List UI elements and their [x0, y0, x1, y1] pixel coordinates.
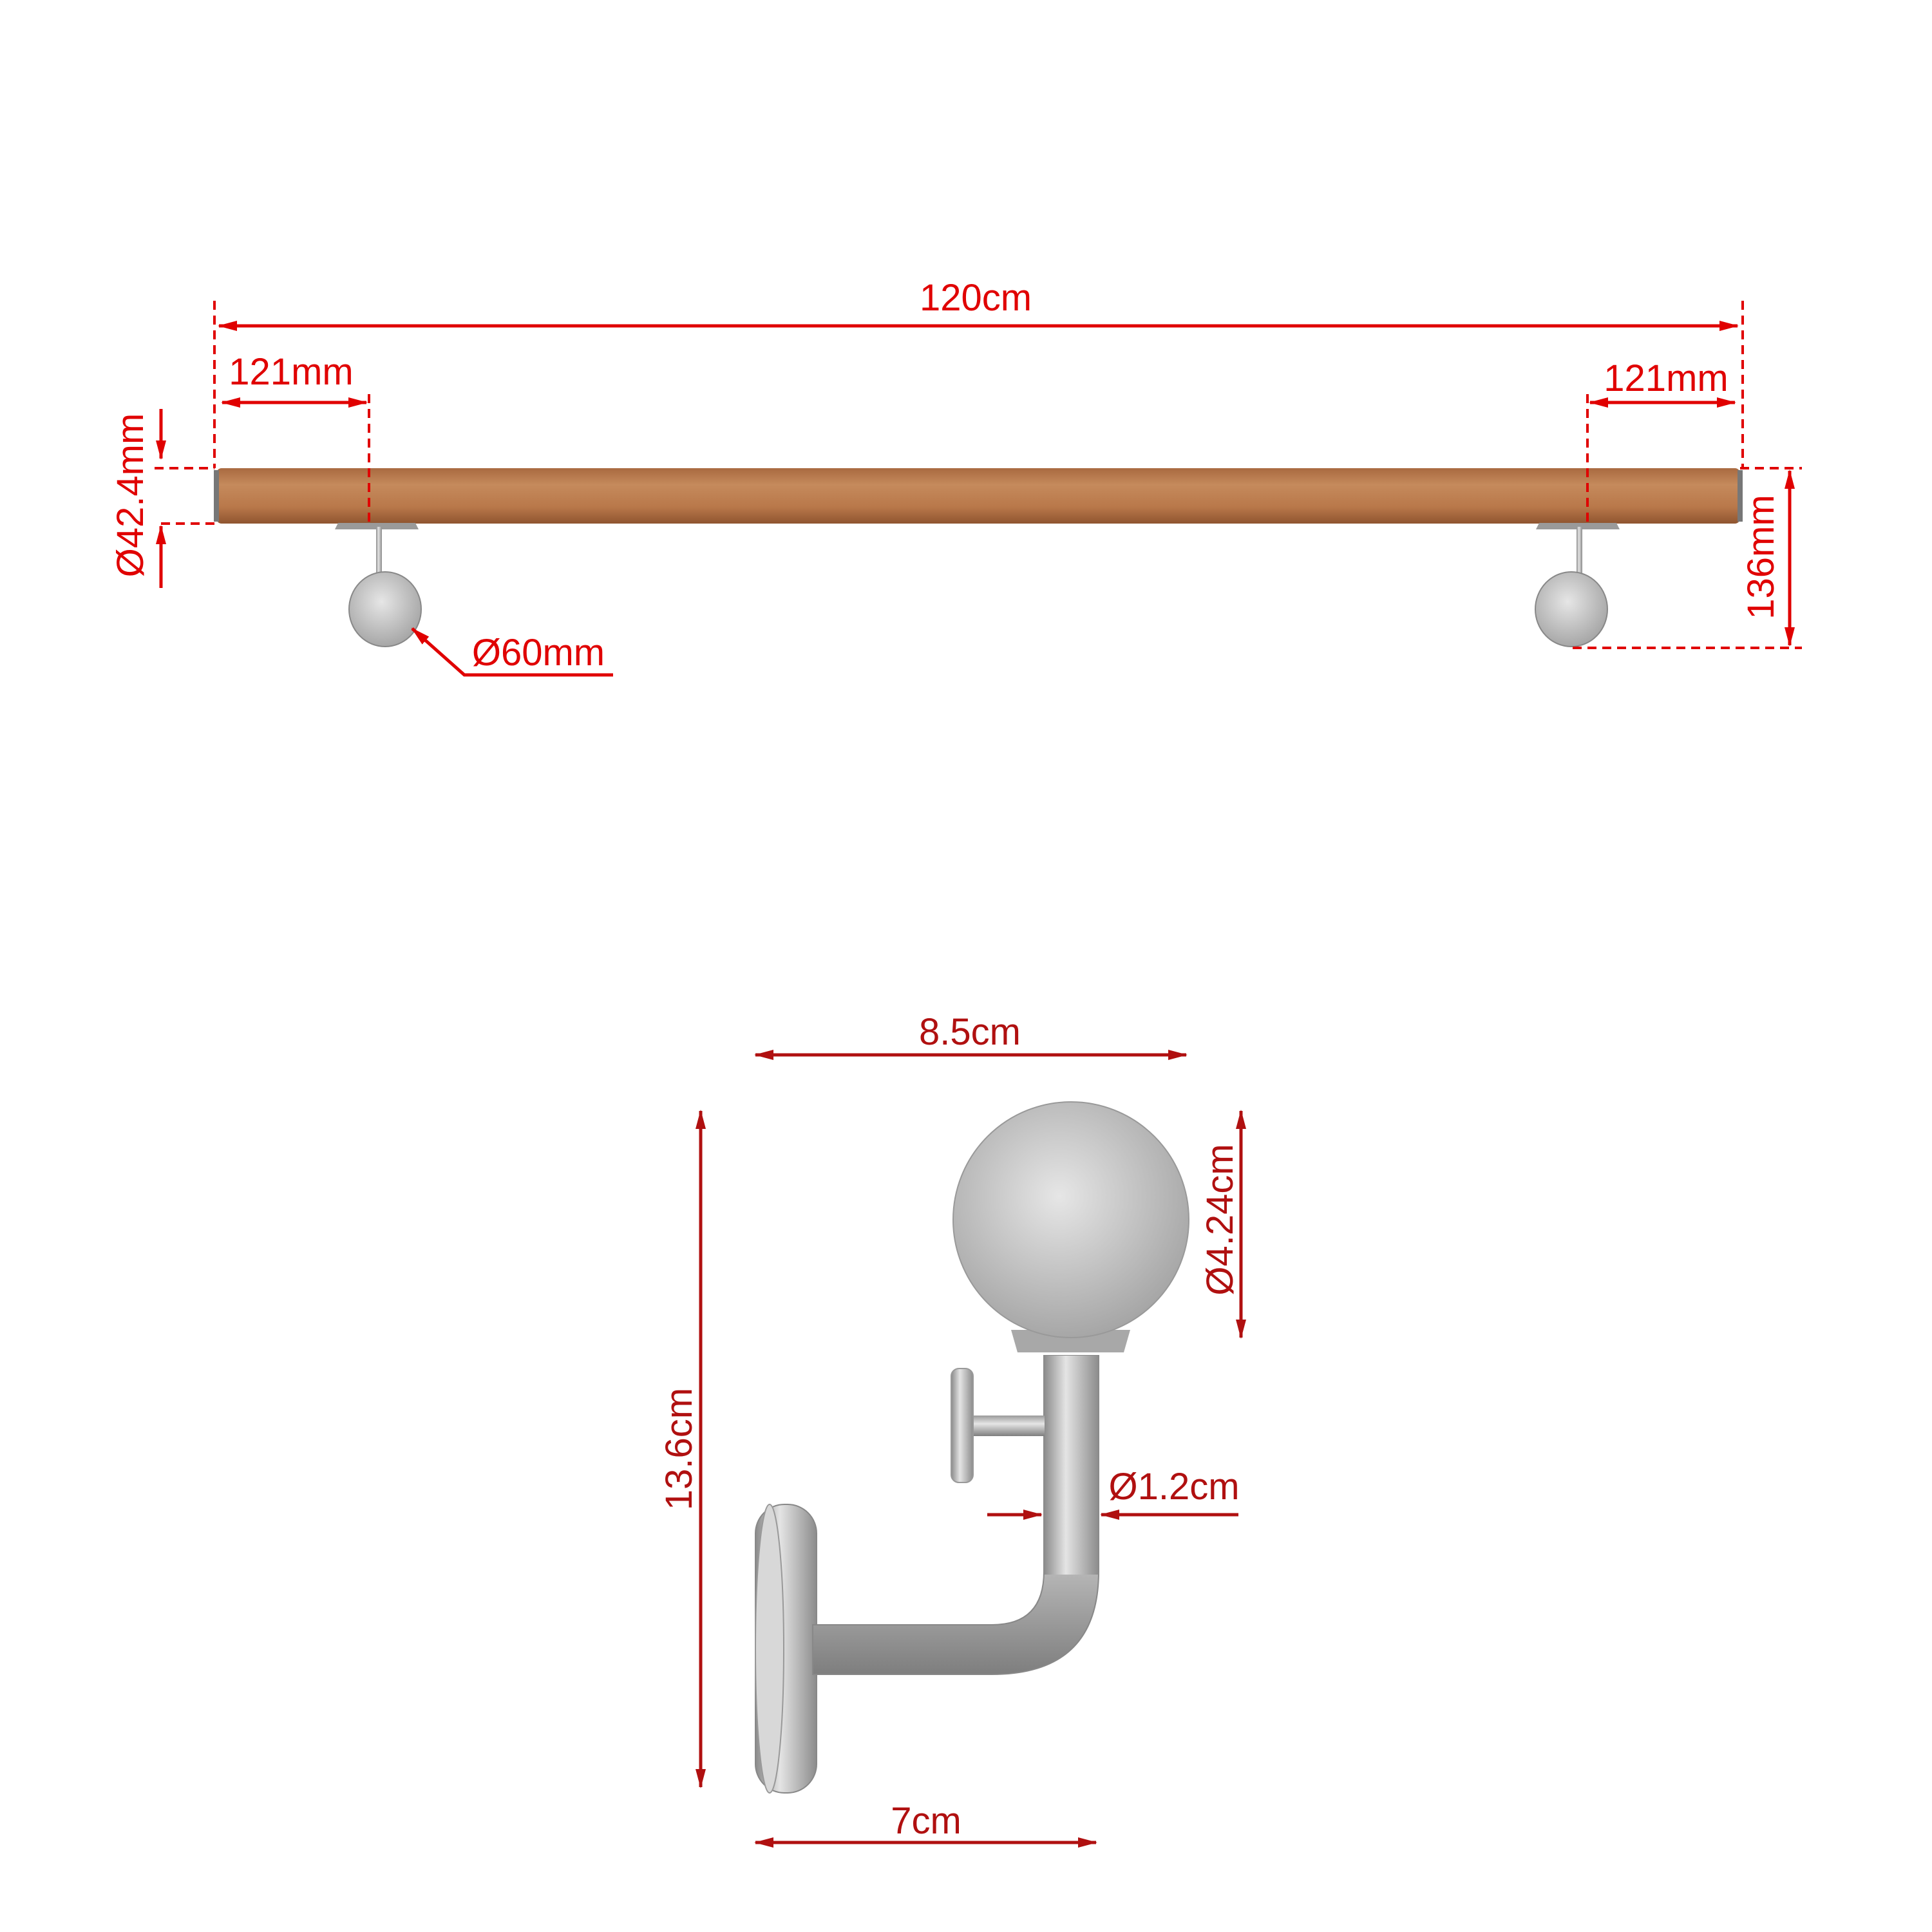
saddle-disc — [952, 1101, 1189, 1338]
bracket-rod — [1577, 527, 1582, 611]
bracket-height-label: 136mm — [1740, 495, 1782, 619]
set-screw — [951, 1368, 1045, 1483]
wall-plate — [755, 1504, 817, 1794]
bracket-rod — [376, 527, 382, 611]
right-bracket — [1535, 523, 1620, 647]
set-screw-stem — [972, 1416, 1045, 1436]
rail-diameter-label: Ø42.4mm — [109, 413, 151, 578]
bracket-base-disc — [348, 571, 422, 647]
bracket-saddle-plate — [1536, 523, 1620, 529]
bracket-saddle-plate — [335, 523, 419, 529]
vertical-rod — [1044, 1356, 1099, 1575]
bracket-detail: 8.5cm 13.6cm 7cm Ø4.24cm Ø1.2cm — [658, 1011, 1246, 1848]
top-view: 120cm 121mm 121mm Ø42.4mm Ø60mm 136mm — [109, 277, 1802, 677]
rail-end-cap-left — [214, 470, 219, 522]
base-diameter-label: Ø60mm — [472, 632, 605, 674]
rod-diameter-label: Ø1.2cm — [1108, 1466, 1239, 1508]
set-screw-head — [951, 1368, 974, 1483]
saddle-cup — [1011, 1330, 1130, 1352]
left-offset-label: 121mm — [229, 351, 353, 393]
depth-label: 7cm — [891, 1800, 961, 1842]
bracket-base-disc — [1535, 571, 1608, 647]
wooden-handrail — [216, 468, 1740, 524]
rail-end-cap-right — [1738, 470, 1743, 522]
wall-plate-face — [755, 1504, 784, 1794]
total-length-label: 120cm — [920, 277, 1032, 319]
width-label: 8.5cm — [919, 1011, 1021, 1053]
base-diameter-leader — [411, 627, 613, 677]
height-label: 13.6cm — [658, 1388, 700, 1510]
right-offset-label: 121mm — [1604, 357, 1728, 399]
left-bracket — [335, 523, 422, 647]
saddle-diameter-label: Ø4.24cm — [1199, 1144, 1241, 1295]
